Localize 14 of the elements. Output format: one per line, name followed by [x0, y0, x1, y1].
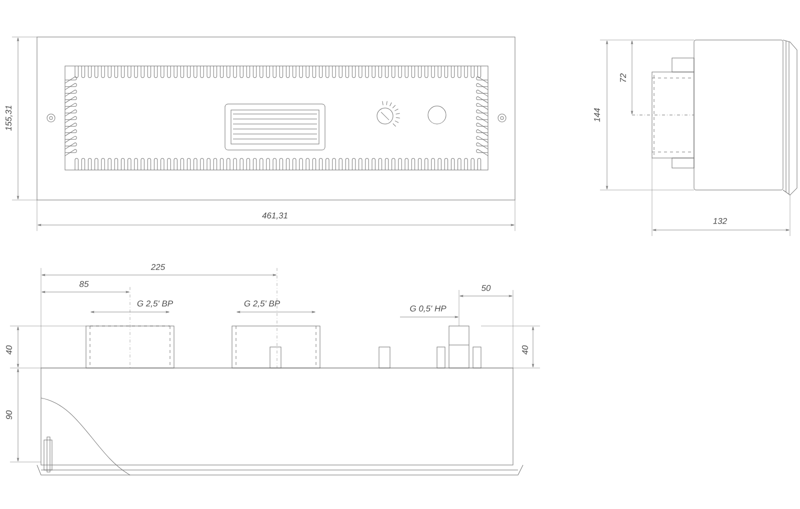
dimension-label: 40: [6, 345, 12, 355]
dimension-label: 461,31: [262, 212, 288, 220]
dimension-label: 85: [80, 281, 89, 287]
dimension-label: 155,31: [6, 106, 12, 131]
dimension-label: 40: [522, 345, 528, 355]
dimension-label: 132: [713, 218, 727, 224]
dimension-label: G 2,5' ВР: [137, 300, 173, 308]
dimension-label: 72: [620, 73, 626, 82]
dimension-label: 90: [6, 410, 12, 420]
dimension-label: 50: [481, 285, 491, 291]
dimension-label: 144: [594, 108, 600, 122]
dimension-label: G 0,5' НР: [410, 306, 446, 312]
dimension-label: G 2,5' ВР: [244, 300, 280, 308]
dimension-label: 225: [150, 264, 166, 270]
